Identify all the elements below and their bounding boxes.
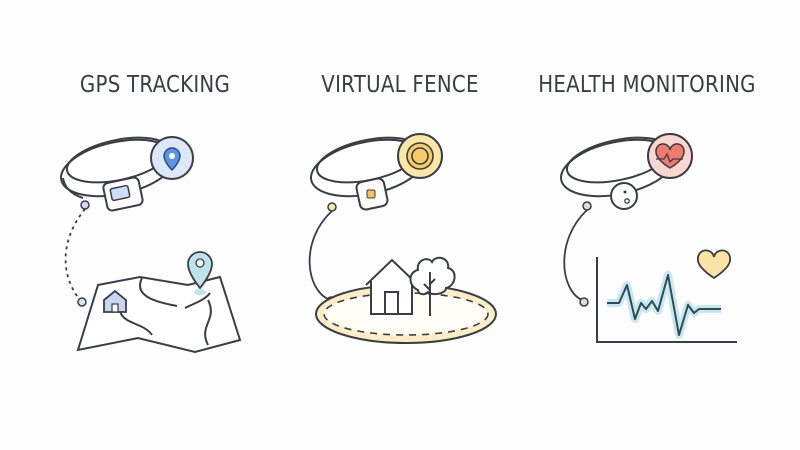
gps-tag-icon: [102, 176, 144, 212]
heart-pulse-icon: [647, 133, 693, 179]
dashed-connector: [64, 208, 86, 301]
panel-gps-tracking: GPS TRACKING: [22, 0, 288, 450]
panel-title: VIRTUAL FENCE: [321, 72, 479, 98]
waveform-chart-icon: [596, 257, 737, 343]
panel-title: GPS TRACKING: [79, 72, 231, 98]
heart-icon: [697, 249, 731, 280]
panel-health-monitoring: HEALTH MONITORING: [514, 0, 780, 450]
square-tag-icon: [355, 177, 389, 211]
panel-title: HEALTH MONITORING: [538, 72, 756, 98]
round-sensor-icon: [610, 182, 638, 210]
home-icon: [103, 289, 127, 313]
target-ring-icon: [397, 133, 443, 179]
connector-line: [563, 209, 588, 301]
map-icon: [76, 275, 242, 354]
connector-line: [308, 210, 333, 301]
location-pin-icon: [150, 136, 194, 180]
connector-dot-icon: [80, 200, 90, 210]
panel-virtual-fence: VIRTUAL FENCE: [267, 0, 533, 450]
house-icon: [365, 258, 419, 315]
tree-icon: [409, 256, 456, 316]
map-pin-icon: [187, 251, 213, 295]
